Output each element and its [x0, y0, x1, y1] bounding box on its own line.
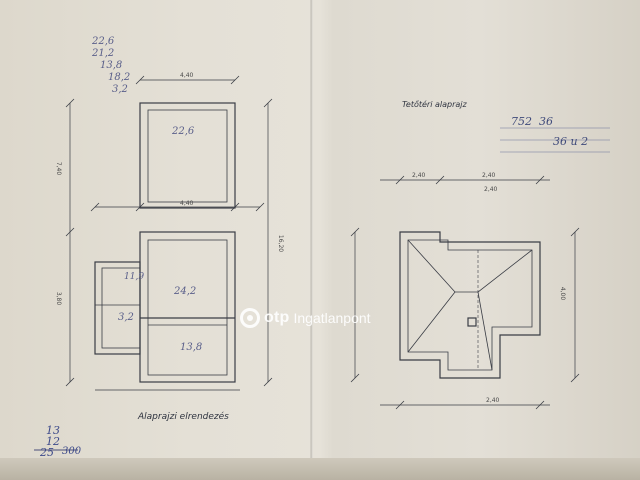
dim-label-left-lower: 3,80	[55, 291, 63, 306]
area-note-2: 21,2	[92, 48, 115, 59]
stamp-ref: 36 u 2	[553, 135, 589, 148]
watermark-brand: otp	[264, 309, 290, 326]
area-note-5: 3,2	[112, 84, 128, 95]
left-plan-title: Alaprajzi elrendezés	[138, 412, 229, 422]
sum-line-3: 25	[40, 446, 54, 459]
right-plan-title: Tetőtéri alaprajz	[402, 100, 467, 109]
stamp-number-2: 36	[539, 115, 553, 128]
watermark: otp Ingatlanpont	[240, 308, 371, 328]
left-plan-annex-inner	[101, 267, 141, 349]
room-area-bottom: 13,8	[180, 342, 203, 353]
stamp-number: 752	[511, 115, 532, 128]
right-dim-label-height: 4,00	[559, 286, 567, 301]
sum-line-2: 12	[46, 435, 60, 448]
right-dim-label-bottom: 2,40	[486, 397, 500, 404]
right-plan-hip-left	[407, 239, 456, 353]
right-plan-outline	[399, 231, 541, 379]
table-edge	[0, 458, 640, 480]
area-note-4: 18,2	[108, 72, 131, 83]
watermark-suffix: Ingatlanpont	[293, 310, 371, 326]
room-area-annex: 3,2	[118, 312, 134, 323]
sum-line-1: 13	[46, 424, 60, 437]
room-area-upper: 22,6	[172, 126, 195, 137]
dim-label-left-height: 7,40	[55, 161, 63, 176]
left-plan-upper-room	[139, 102, 236, 209]
right-plan-inner	[407, 239, 533, 371]
right-dim-label-3: 2,40	[484, 186, 498, 193]
right-dim-label-1: 2,40	[412, 172, 426, 179]
room-area-middle: 24,2	[174, 286, 197, 297]
area-note-3: 13,8	[100, 60, 123, 71]
right-plan-chimney	[467, 317, 477, 327]
right-dim-label-2: 2,40	[482, 172, 496, 179]
registry-stamp: 752 36 36 u 2	[503, 115, 607, 157]
otp-logo-icon	[240, 308, 260, 328]
dim-label-right-total: 16,20	[277, 234, 285, 253]
left-plan-upper-room-inner	[147, 109, 228, 203]
dim-label-top: 4,40	[180, 72, 194, 79]
right-plan-hip-right	[477, 249, 533, 371]
sum-line-4: 300	[62, 446, 82, 457]
room-area-side: 11,9	[124, 272, 145, 282]
paper-fold	[310, 0, 313, 480]
area-note-1: 22,6	[92, 36, 115, 47]
dim-label-mid: 4,40	[180, 200, 194, 207]
left-plan-lower-block-inner	[147, 239, 228, 376]
left-plan-lower-block	[139, 231, 236, 383]
